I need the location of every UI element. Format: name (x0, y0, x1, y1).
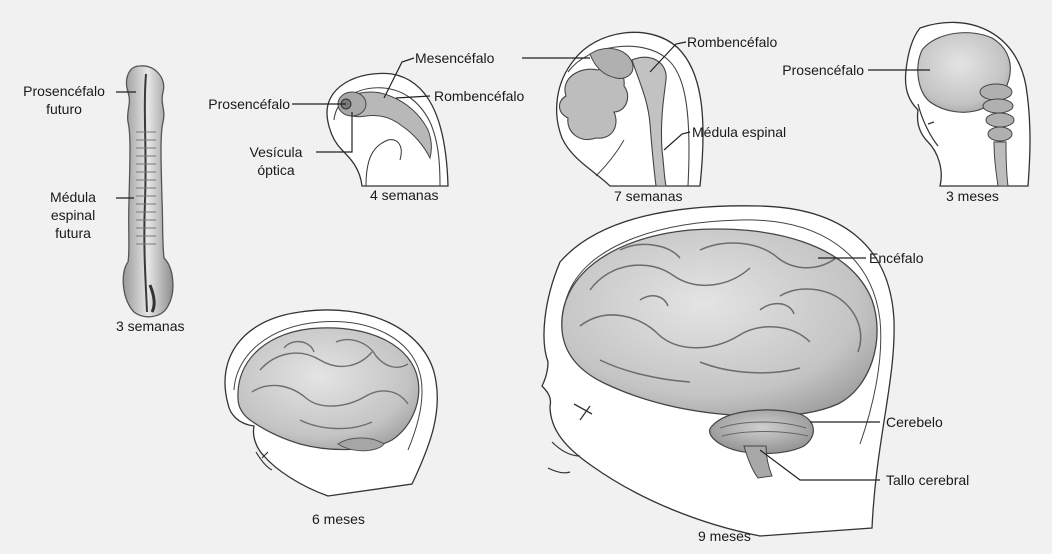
label-prosencefalo-4w: Prosencéfalo (186, 95, 290, 113)
label-tallo-cerebral: Tallo cerebral (886, 471, 969, 489)
caption-4-semanas: 4 semanas (370, 187, 438, 203)
label-vesicula-optica: Vesícula óptica (238, 143, 314, 179)
neural-tube-3-weeks (123, 66, 173, 317)
caption-3-meses: 3 meses (946, 188, 999, 204)
label-medula-espinal: Médula espinal (692, 123, 786, 141)
fetus-6-months (225, 310, 437, 496)
label-cerebelo: Cerebelo (886, 413, 943, 431)
label-rombencefalo-7w: Rombencéfalo (687, 33, 777, 51)
label-rombencefalo-4w: Rombencéfalo (434, 87, 524, 105)
fetus-3-months (906, 22, 1031, 186)
label-prosencefalo-futuro: Prosencéfalo futuro (16, 82, 112, 118)
newborn-9-months (542, 206, 894, 536)
label-medula-espinal-futura: Médula espinal futura (34, 188, 112, 242)
caption-6-meses: 6 meses (312, 511, 365, 527)
caption-7-semanas: 7 semanas (614, 188, 682, 204)
caption-3-semanas: 3 semanas (116, 318, 184, 334)
label-encefalo: Encéfalo (869, 249, 923, 267)
label-mesencefalo: Mesencéfalo (415, 49, 494, 67)
embryo-7-weeks (557, 32, 703, 186)
caption-9-meses: 9 meses (698, 528, 751, 544)
label-prosencefalo-3m: Prosencéfalo (756, 61, 864, 79)
